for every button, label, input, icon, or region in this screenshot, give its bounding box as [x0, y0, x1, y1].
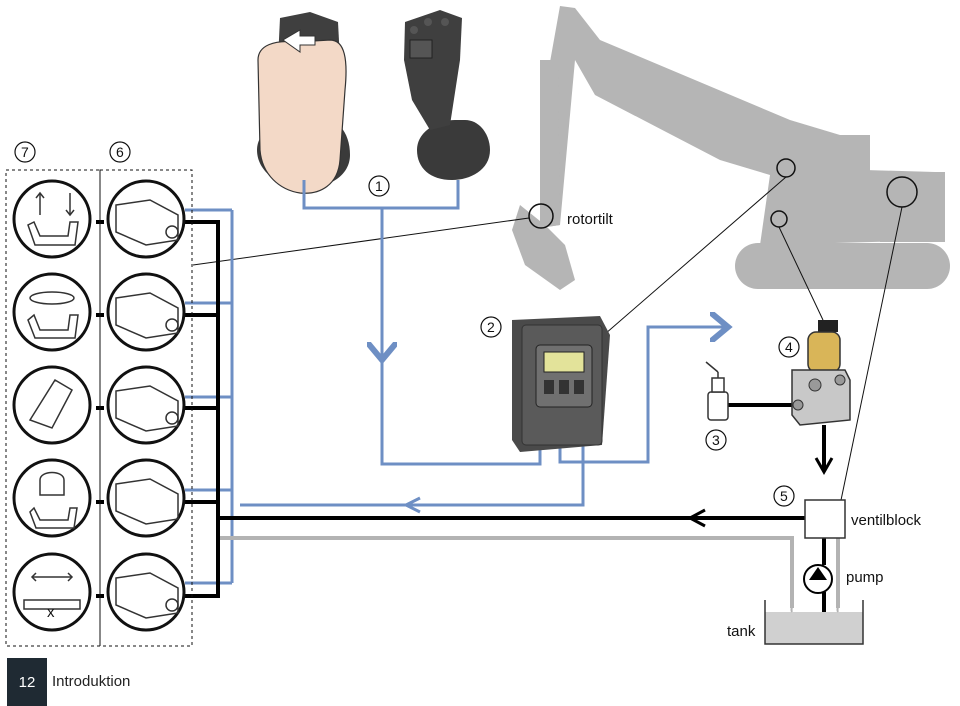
svg-text:6: 6: [116, 144, 124, 160]
signal-lines: [185, 180, 725, 585]
module-boxes: [5, 169, 193, 647]
cylinder-label: x: [47, 604, 55, 621]
solenoid-valve: [791, 320, 851, 426]
tool-functions: [12, 179, 92, 632]
rotortilt-label: rotortilt: [567, 211, 614, 228]
page-footer: 12 Introduktion: [0, 658, 300, 706]
joystick-right: [404, 10, 490, 180]
return-line: [220, 536, 840, 608]
leader-lines: [192, 176, 903, 506]
pump-label: pump: [846, 569, 884, 586]
section-title: Introduktion: [52, 673, 131, 690]
tool-icons: [23, 191, 81, 610]
callout-5: 5: [773, 485, 795, 507]
ventilblock-label: ventilblock: [851, 512, 922, 529]
svg-text:4: 4: [785, 339, 793, 355]
callout-4: 4: [778, 336, 800, 358]
valve-icons: [115, 199, 179, 619]
control-unit: [512, 316, 610, 452]
signal-arrow-left: [402, 496, 421, 514]
hydraulic-arrow-down: [814, 457, 834, 476]
pressure-accumulator: [705, 361, 729, 421]
tank-label: tank: [727, 623, 756, 640]
svg-text:2: 2: [487, 319, 495, 335]
svg-text:7: 7: [21, 144, 29, 160]
svg-text:3: 3: [712, 432, 720, 448]
callout-6: 6: [109, 141, 131, 163]
tank-symbol: [764, 600, 864, 645]
joystick-left: [257, 12, 350, 194]
callout-1: 1: [368, 175, 390, 197]
callout-7: 7: [14, 141, 36, 163]
pump-symbol: [803, 564, 833, 594]
hydraulic-lines: [96, 220, 826, 628]
hydraulic-arrow-left: [686, 508, 706, 528]
svg-text:5: 5: [780, 488, 788, 504]
svg-text:1: 1: [375, 178, 383, 194]
valve-modules: [106, 179, 186, 632]
callout-2: 2: [480, 316, 502, 338]
page-number: 12: [7, 658, 47, 706]
excavator-silhouette: [512, 6, 950, 290]
callout-3: 3: [705, 429, 727, 451]
ventilblock-box: [804, 499, 846, 539]
